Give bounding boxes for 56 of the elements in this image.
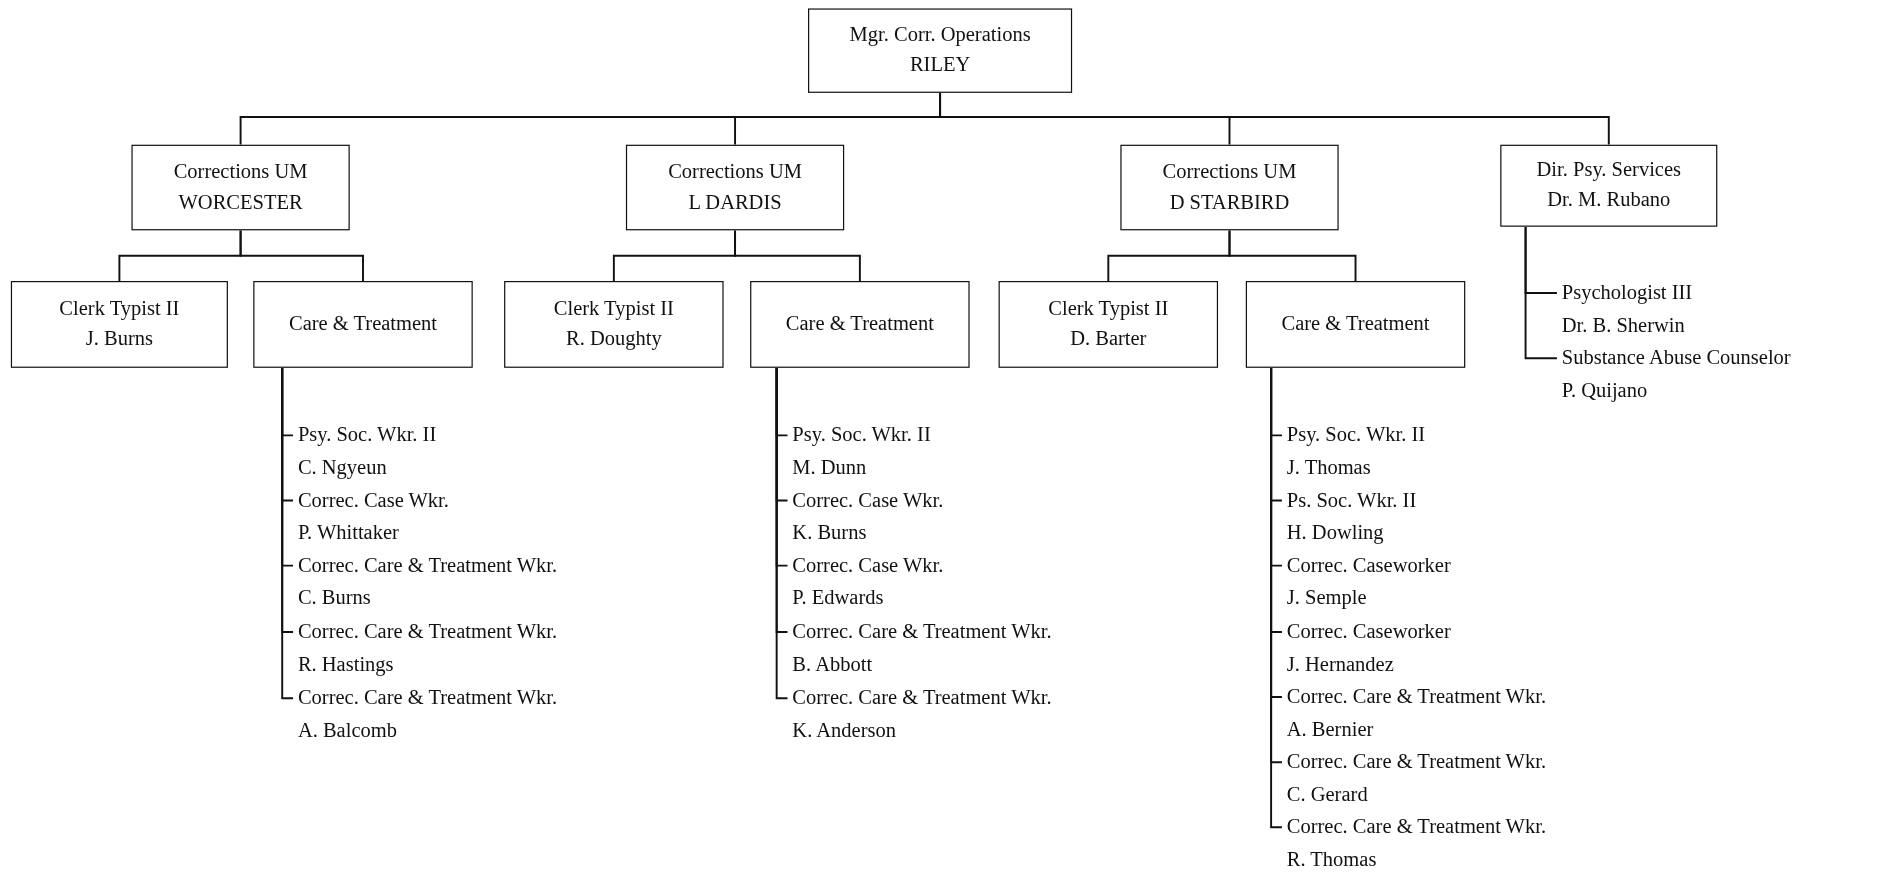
position-box: Corrections UM D STARBIRD bbox=[1120, 144, 1339, 231]
job-title: Correc. Care & Treatment Wkr. bbox=[792, 685, 1052, 712]
position-box: Care & Treatment bbox=[253, 281, 473, 368]
person-name: C. Ngyeun bbox=[297, 454, 387, 481]
job-title: Psy. Soc. Wkr. II bbox=[792, 422, 931, 449]
person-name: A. Balcomb bbox=[297, 717, 397, 744]
person-name: C. Burns bbox=[297, 585, 371, 611]
job-title: Correc. Caseworker bbox=[1286, 552, 1451, 579]
person-name: R. Hastings bbox=[297, 651, 394, 678]
position-box: Clerk Typist II D. Barter bbox=[998, 281, 1219, 368]
job-title: Psychologist III bbox=[1561, 280, 1693, 306]
position-box: Clerk Typist II R. Doughty bbox=[504, 281, 724, 368]
job-title: Correc. Care & Treatment Wkr. bbox=[297, 552, 558, 579]
job-title: Correc. Care & Treatment Wkr. bbox=[1286, 684, 1547, 710]
person-name: J. Hernandez bbox=[1286, 651, 1394, 678]
person-name: R. Thomas bbox=[1286, 846, 1377, 873]
job-title: Correc. Case Wkr. bbox=[792, 487, 944, 514]
person-name: M. Dunn bbox=[792, 454, 867, 481]
person-name: A. Bernier bbox=[1286, 716, 1374, 743]
job-title: Correc. Case Wkr. bbox=[297, 487, 449, 514]
person-name: P. Whittaker bbox=[297, 520, 399, 546]
person-name: K. Anderson bbox=[792, 717, 896, 744]
position-box: Corrections UM L DARDIS bbox=[625, 144, 845, 231]
job-title: Correc. Caseworker bbox=[1286, 618, 1451, 645]
person-name: K. Burns bbox=[792, 520, 867, 546]
person-name: Dr. B. Sherwin bbox=[1561, 312, 1685, 339]
position-box: Corrections UM WORCESTER bbox=[131, 144, 350, 231]
job-title: Correc. Care & Treatment Wkr. bbox=[1286, 814, 1547, 841]
job-title: Correc. Case Wkr. bbox=[792, 552, 944, 579]
person-name: H. Dowling bbox=[1286, 520, 1384, 546]
person-name: J. Thomas bbox=[1286, 454, 1371, 481]
connector-line bbox=[1524, 225, 1558, 360]
person-name: J. Semple bbox=[1286, 585, 1367, 611]
job-title: Correc. Care & Treatment Wkr. bbox=[297, 618, 558, 645]
job-title: Ps. Soc. Wkr. II bbox=[1286, 487, 1417, 514]
position-box: Mgr. Corr. Operations RILEY bbox=[808, 8, 1073, 93]
position-box: Dir. Psy. Services Dr. M. Rubano bbox=[1500, 144, 1718, 227]
position-box: Care & Treatment bbox=[750, 281, 970, 368]
job-title: Correc. Care & Treatment Wkr. bbox=[792, 618, 1052, 645]
person-name: C. Gerard bbox=[1286, 781, 1368, 808]
person-name: B. Abbott bbox=[792, 651, 873, 678]
job-title: Substance Abuse Counselor bbox=[1561, 345, 1791, 372]
connector-line bbox=[239, 229, 364, 282]
connector-line bbox=[939, 91, 1610, 146]
position-box: Clerk Typist II J. Burns bbox=[10, 281, 228, 368]
position-box: Care & Treatment bbox=[1245, 281, 1466, 368]
job-title: Correc. Care & Treatment Wkr. bbox=[297, 685, 558, 712]
job-title: Correc. Care & Treatment Wkr. bbox=[1286, 749, 1547, 776]
person-name: P. Edwards bbox=[792, 585, 884, 611]
job-title: Psy. Soc. Wkr. II bbox=[297, 422, 437, 449]
connector-line bbox=[281, 366, 295, 700]
job-title: Psy. Soc. Wkr. II bbox=[1286, 422, 1426, 449]
person-name: P. Quijano bbox=[1561, 377, 1648, 404]
connector-line bbox=[775, 366, 789, 700]
connector-line bbox=[734, 229, 861, 282]
connector-line bbox=[1228, 229, 1357, 282]
